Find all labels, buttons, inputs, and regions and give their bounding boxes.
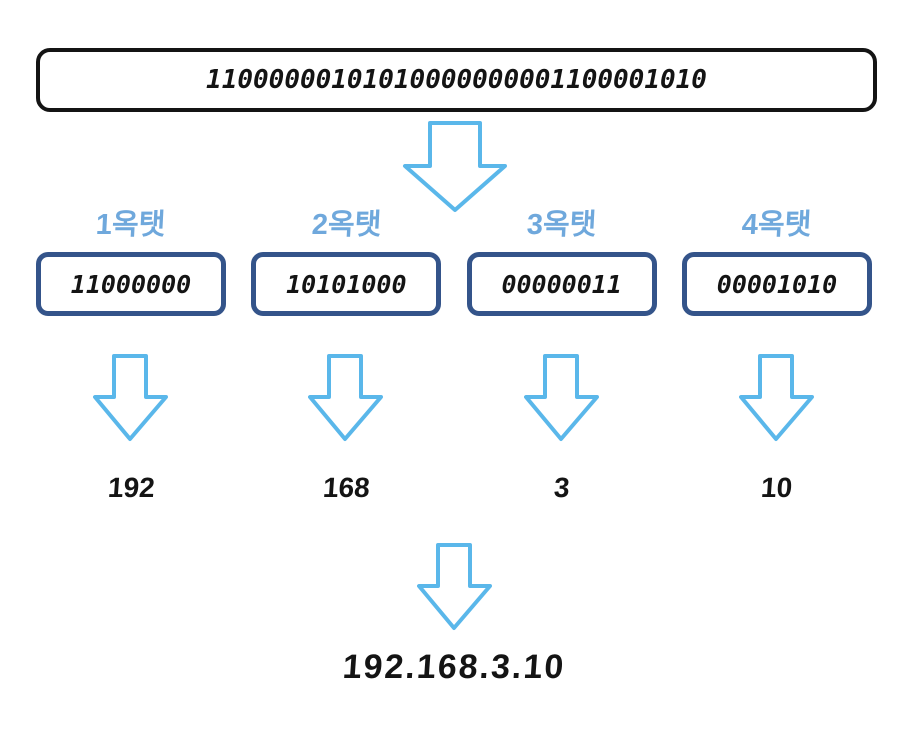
- octet-4-decimal: 10: [760, 472, 794, 503]
- octet-column-4: 4옥탯 00001010 10: [681, 202, 872, 504]
- full-binary-box: 11000000101010000000001100001010: [36, 48, 877, 112]
- octet-3-arrow: [523, 354, 600, 442]
- octet-4-arrow: [738, 354, 815, 442]
- down-arrow-icon: [417, 543, 492, 630]
- octet-1-decimal: 192: [106, 472, 156, 503]
- full-binary-string: 11000000101010000000001100001010: [206, 65, 707, 95]
- octet-2-arrow: [308, 354, 384, 442]
- octet-column-3: 3옥탯 00000011 3: [466, 202, 657, 504]
- octet-3-decimal: 3: [552, 472, 571, 503]
- octet-1-label: 1옥탯: [95, 209, 167, 241]
- down-arrow-icon: [93, 354, 168, 441]
- split-arrow: [402, 121, 508, 213]
- down-arrow-icon: [403, 121, 507, 212]
- octet-4-box: 00001010: [681, 252, 872, 316]
- octet-2-decimal: 168: [321, 472, 371, 503]
- octet-column-2: 2옥탯 10101000 168: [251, 202, 442, 504]
- octet-2-box: 10101000: [251, 252, 442, 316]
- octet-1-binary: 11000000: [70, 269, 192, 299]
- combine-arrow: [417, 543, 493, 631]
- octet-3-binary: 00000011: [501, 269, 622, 299]
- octet-1-box: 11000000: [36, 252, 226, 316]
- octet-3-label: 3옥탯: [525, 209, 598, 241]
- octet-row: 1옥탯 11000000 192 2옥탯 10101000 168: [36, 202, 872, 504]
- down-arrow-icon: [523, 354, 599, 441]
- octet-4-binary: 00001010: [716, 269, 838, 299]
- octet-2-binary: 10101000: [286, 269, 407, 299]
- octet-column-1: 1옥탯 11000000 192: [36, 202, 226, 504]
- octet-1-arrow: [93, 354, 169, 442]
- octet-3-box: 00000011: [466, 252, 657, 316]
- octet-2-label: 2옥탯: [310, 209, 382, 241]
- down-arrow-icon: [738, 354, 814, 441]
- octet-4-label: 4옥탯: [741, 209, 813, 241]
- result-ip-address: 192.168.3.10: [341, 648, 567, 686]
- down-arrow-icon: [308, 354, 384, 441]
